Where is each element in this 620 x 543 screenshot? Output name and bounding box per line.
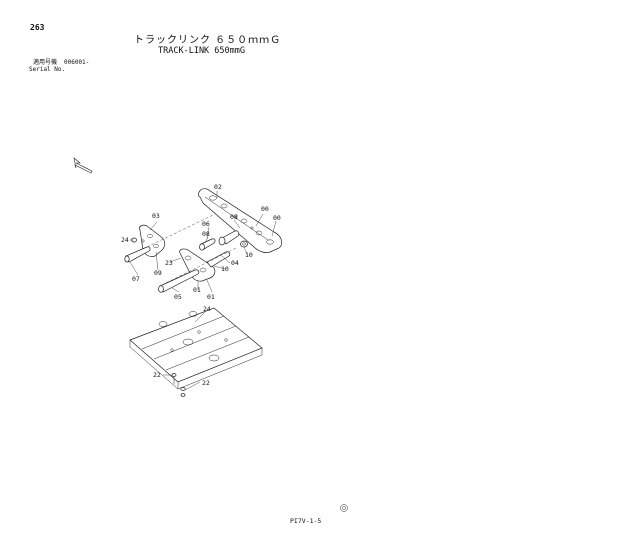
callout-02: 02 — [214, 183, 222, 191]
callout-03: 03 — [152, 212, 160, 220]
serial-label-english: Serial No. — [29, 66, 66, 73]
registration-mark-icon — [340, 504, 348, 512]
callout-22-right: 22 — [202, 379, 210, 387]
callout-08-upper: 08 — [230, 213, 238, 221]
callout-24-lower: 24 — [203, 305, 211, 313]
callout-06: 06 — [202, 220, 210, 228]
page-title-english: TRACK-LINK 650mmG — [158, 46, 245, 56]
callout-24-upper: 24 — [121, 236, 129, 244]
track-link-right — [198, 188, 283, 253]
serial-value: 006001- — [64, 59, 90, 66]
bushing-upper — [218, 230, 240, 246]
callout-00-lower: 00 — [273, 214, 281, 222]
page-title-japanese: トラックリンク ６５０ｍｍＧ — [134, 35, 282, 46]
callout-22-left: 22 — [153, 371, 161, 379]
callout-01-right: 01 — [207, 293, 215, 301]
track-shoe-assembly — [129, 307, 263, 390]
callout-01-left: 01 — [193, 286, 201, 294]
track-link-center — [179, 248, 231, 282]
bushing-lower — [199, 238, 216, 251]
serial-label-japanese: 適用号機 — [33, 59, 58, 66]
shoe-nut — [180, 387, 186, 397]
seal-ring — [240, 240, 248, 248]
track-pin — [158, 269, 200, 293]
callout-07: 07 — [132, 275, 140, 283]
callout-10-right: 10 — [245, 251, 253, 259]
front-direction-arrow-icon — [73, 157, 93, 174]
callout-05: 05 — [174, 293, 182, 301]
callout-04: 04 — [231, 259, 239, 267]
callout-08-lower: 08 — [202, 230, 210, 238]
callout-09: 09 — [154, 269, 162, 277]
callout-00-upper: 00 — [261, 205, 269, 213]
page-number: 263 — [30, 23, 45, 32]
callout-10-center: 10 — [221, 265, 229, 273]
footer-code: PI7V-1-5 — [290, 517, 322, 525]
callout-23: 23 — [165, 259, 173, 267]
